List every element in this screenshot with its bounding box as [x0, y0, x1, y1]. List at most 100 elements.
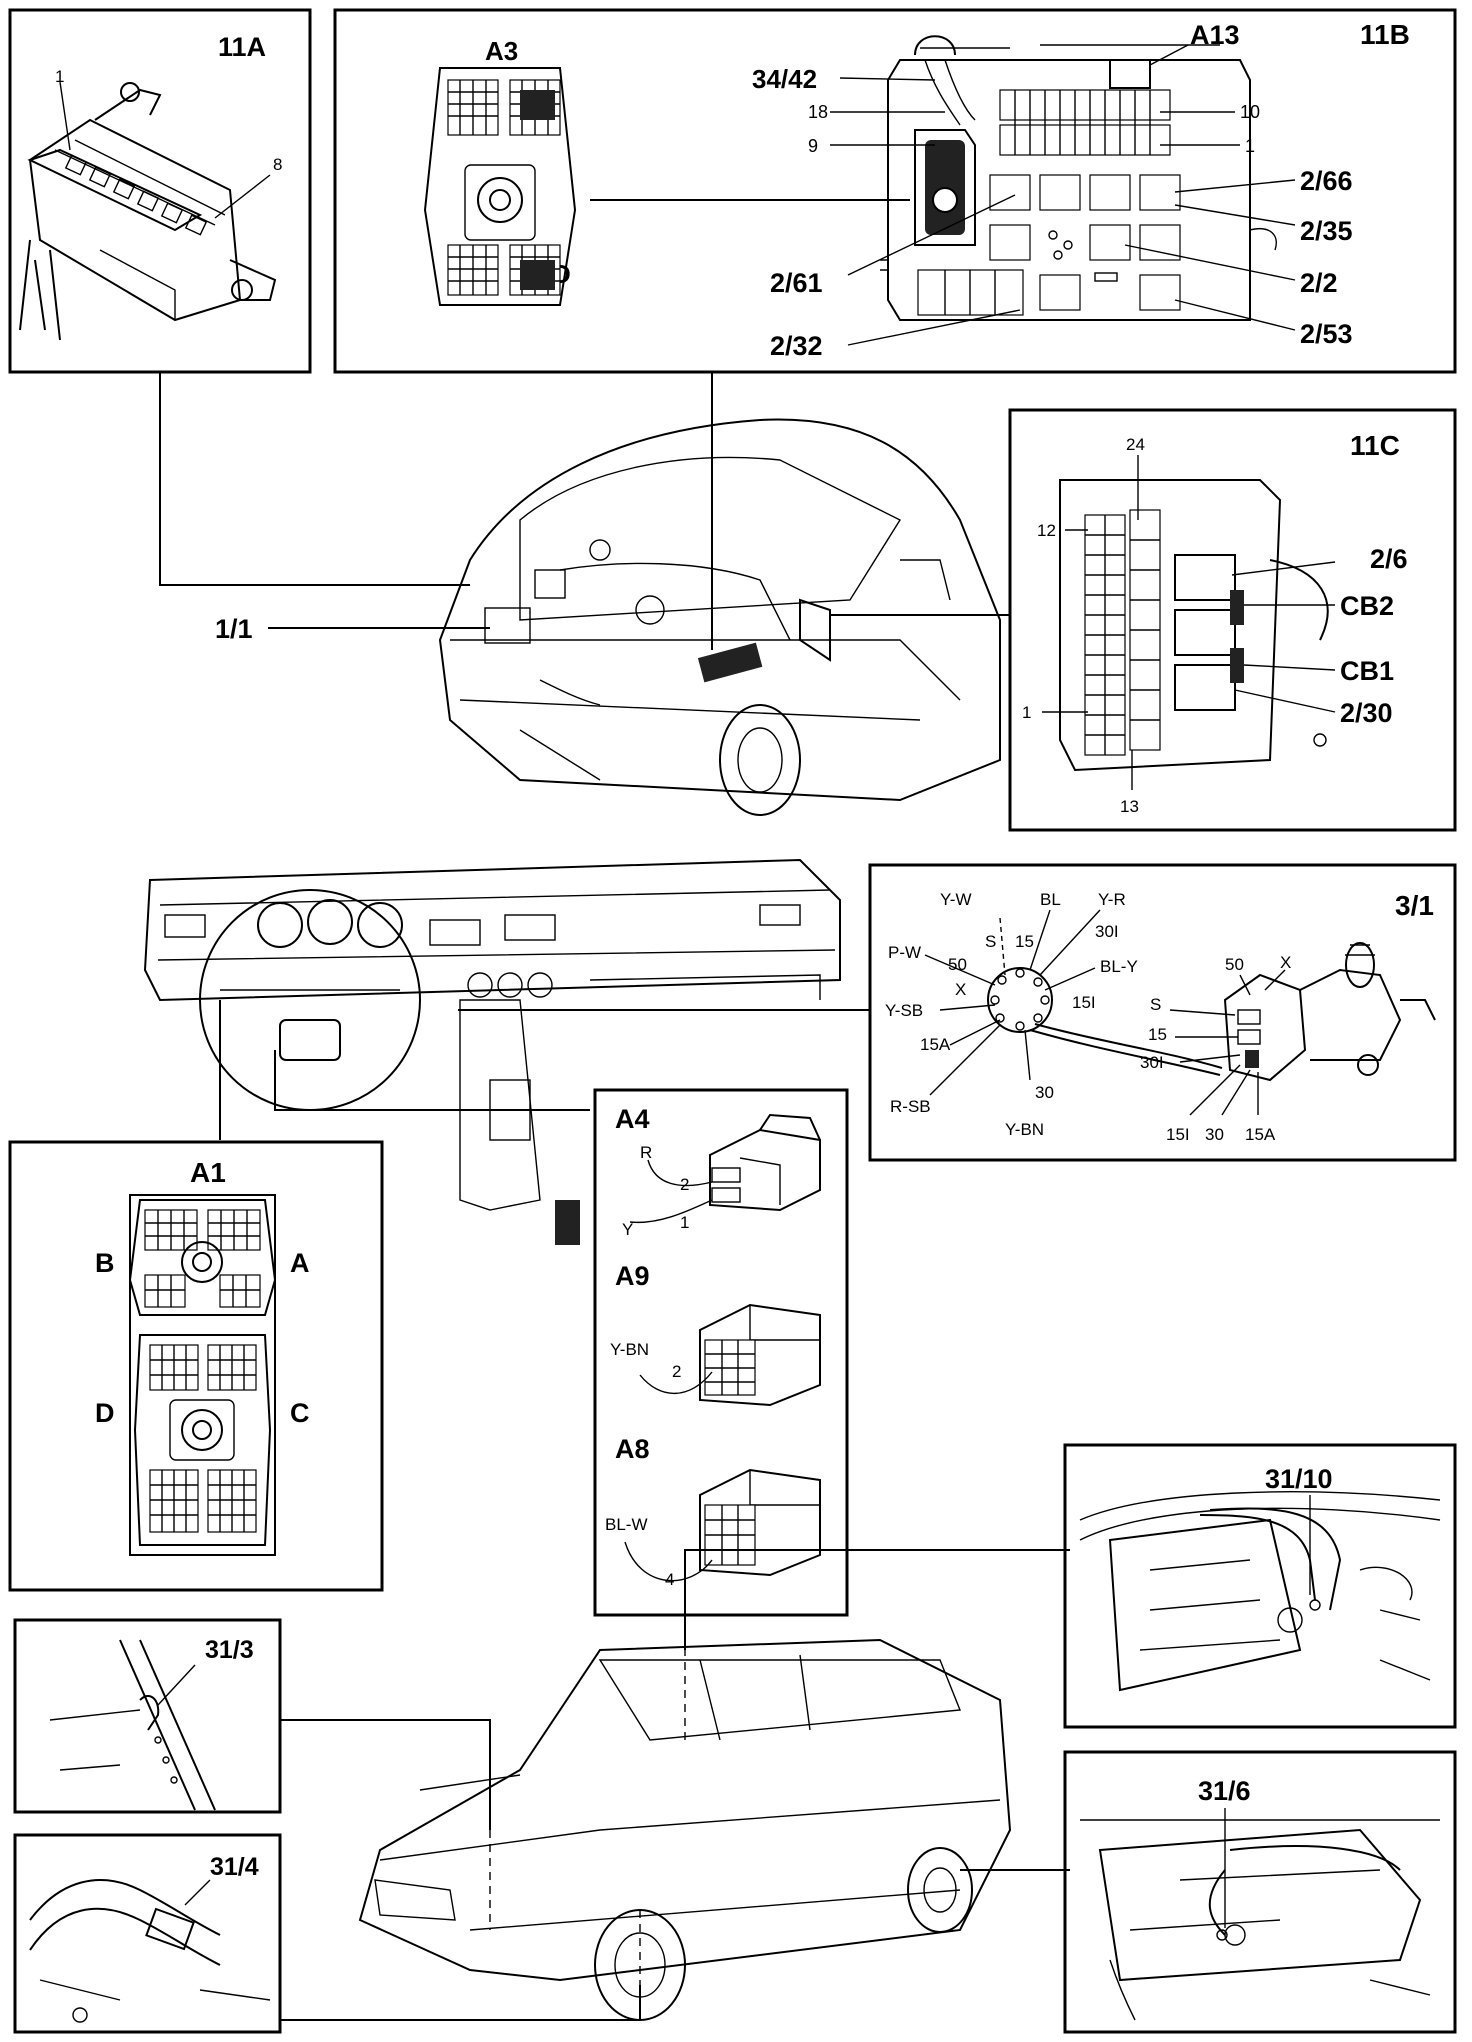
callout-31-6: 31/6	[1198, 1776, 1251, 1806]
central-electrical-unit-drawing	[880, 35, 1277, 321]
callout-10: 10	[1240, 102, 1260, 122]
callout-11a-8-leader	[214, 174, 271, 219]
switch-term-15: 15	[1148, 1025, 1167, 1044]
a8-wire-bl-w: BL-W	[605, 1515, 648, 1534]
callout-11a-1-leader	[59, 81, 71, 151]
callout-1-1: 1/1	[215, 614, 253, 644]
panel-3-1-title: 3/1	[1395, 890, 1434, 921]
wire-term-s: S	[985, 932, 996, 951]
fusebox-11a-drawing	[19, 82, 277, 341]
callout-2-35: 2/35	[1300, 216, 1353, 246]
wire-term-15i: 15I	[1072, 993, 1096, 1012]
callout-2-2: 2/2	[1300, 268, 1338, 298]
panel-31-4-frame	[13, 1833, 282, 2034]
panel-11c: 11C 24 12 1 13 2/6 CB2	[1008, 408, 1457, 832]
callout-2-53: 2/53	[1300, 319, 1353, 349]
panel-11c-frame	[1008, 408, 1457, 832]
callout-9: 9	[808, 136, 818, 156]
a9-wire-y-bn: Y-BN	[610, 1340, 649, 1359]
a4-pin-1: 1	[680, 1213, 689, 1232]
panel-31-10-frame	[1063, 1443, 1457, 1729]
panel-31-4: 31/4	[13, 1833, 641, 2034]
switch-term-30: 30	[1205, 1125, 1224, 1144]
a1-side-c: C	[290, 1398, 310, 1428]
connector-a4: A4 R 2 Y 1	[615, 1104, 821, 1239]
wire-y-w: Y-W	[940, 890, 972, 909]
callout-2-30: 2/30	[1340, 698, 1393, 728]
callout-2-61: 2/61	[770, 268, 823, 298]
wire-term-30i: 30I	[1095, 922, 1119, 941]
wire-y-r: Y-R	[1098, 890, 1126, 909]
a9-pin-2: 2	[672, 1362, 681, 1381]
panel-11a-frame	[8, 8, 312, 374]
callout-11c-1: 1	[1022, 703, 1031, 722]
callouts-11c: 24 12 1 13 2/6 CB2 CB1 2/30	[1022, 435, 1408, 816]
wire-term-15a: 15A	[920, 1035, 951, 1054]
fusebox-11c-drawing	[1059, 479, 1329, 772]
switch-term-15a: 15A	[1245, 1125, 1276, 1144]
wire-r-sb: R-SB	[890, 1097, 931, 1116]
callout-fuse-1: 1	[1245, 136, 1255, 156]
panel-31-6: 31/6	[1063, 1750, 1457, 2034]
panel-a-connectors: A4 R 2 Y 1 A9 Y-BN 2 A8	[593, 1088, 849, 1617]
callout-31-10: 31/10	[1265, 1464, 1333, 1494]
relay-a3-label: A3	[485, 36, 518, 66]
panel-11a: 11A 1 8	[8, 8, 312, 374]
callout-a13: A13	[1190, 20, 1240, 50]
panel-11b-frame	[333, 8, 1457, 374]
panel-a1-frame	[8, 1140, 384, 1592]
a4-title: A4	[615, 1104, 650, 1134]
callout-cb2: CB2	[1340, 591, 1394, 621]
callout-11a-1: 1	[55, 67, 64, 86]
dashboard-view	[143, 858, 870, 1245]
callout-11c-24: 24	[1126, 435, 1145, 454]
ignition-connector-drawing	[987, 967, 1223, 1076]
callout-11c-12: 12	[1037, 521, 1056, 540]
sedan-outline	[358, 1638, 1012, 1982]
panel-31-3-frame	[13, 1618, 282, 1814]
panel-3-1-frame	[868, 863, 1457, 1162]
engine-bay-view: 1/1	[159, 372, 1010, 816]
a4-wire-y: Y	[622, 1220, 633, 1239]
a9-title: A9	[615, 1261, 650, 1291]
a1-side-a: A	[290, 1248, 310, 1278]
connector-a9: A9 Y-BN 2	[610, 1261, 821, 1407]
steering-wheel	[199, 889, 421, 1111]
callout-cb1: CB1	[1340, 656, 1394, 686]
a1-side-d: D	[95, 1398, 115, 1428]
connector-a1-drawing	[128, 1194, 277, 1556]
panel-31-3: 31/3	[13, 1618, 491, 1830]
callout-11c-13: 13	[1120, 797, 1139, 816]
wire-labels-3-1: Y-W S BL 15 Y-R 30I P-W 50 BL-Y 15I Y-SB…	[885, 890, 1138, 1139]
wire-term-50: 50	[948, 955, 967, 974]
a4-wire-r: R	[640, 1143, 652, 1162]
panel-a1: A1 B A D C	[8, 1140, 384, 1592]
callout-31-4: 31/4	[210, 1853, 259, 1881]
wire-bl: BL	[1040, 890, 1061, 909]
callout-2-66: 2/66	[1300, 166, 1353, 196]
ignition-switch-drawing	[1223, 942, 1436, 1082]
switch-terminal-labels: 50 X S 15 30I 15I 30 15A	[1140, 953, 1291, 1144]
panel-a1-title: A1	[190, 1157, 226, 1188]
dashboard-outline	[143, 858, 841, 1002]
callout-34-42: 34/42	[752, 64, 817, 94]
panel-31-6-frame	[1063, 1750, 1457, 2034]
connector-a3-drawing	[423, 67, 577, 306]
wire-term-x: X	[955, 980, 966, 999]
panel-a-connectors-frame	[593, 1088, 849, 1617]
wire-p-w: P-W	[888, 943, 921, 962]
callouts-11b: A13 34/42 18 9 10 1 2/66 2/35 2/61 2/2 2…	[752, 20, 1353, 361]
callout-31-3: 31/3	[205, 1636, 254, 1664]
wire-term-30: 30	[1035, 1083, 1054, 1102]
a8-pin-4: 4	[665, 1570, 674, 1589]
callout-2-6: 2/6	[1370, 544, 1408, 574]
wire-y-bn: Y-BN	[1005, 1120, 1044, 1139]
switch-term-x: X	[1280, 953, 1291, 972]
panel-11b: 11B A3 D	[333, 8, 1457, 374]
panel-31-10: 31/10	[1063, 1443, 1457, 1729]
front-car-outline	[438, 418, 1001, 802]
panel-11c-title: 11C	[1350, 430, 1400, 461]
connector-a8: A8 BL-W 4	[605, 1434, 821, 1589]
